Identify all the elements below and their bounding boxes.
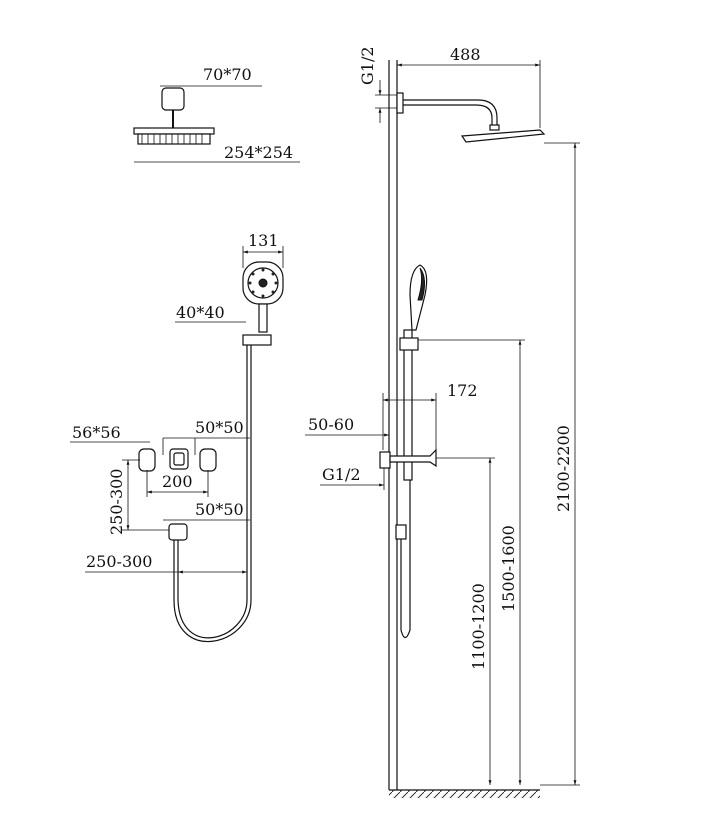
hand-shower-width-label: 131	[248, 231, 279, 250]
head-plate	[133, 127, 215, 135]
valves	[138, 448, 217, 472]
hand-shower	[242, 261, 284, 346]
holder-reach-label: 172	[447, 381, 478, 400]
holder-height-label: 1500-1600	[499, 525, 518, 612]
middle-valve-size-label: 50*50	[195, 418, 244, 437]
head-height-label: 2100-2200	[554, 425, 573, 512]
head-flange-label: 70*70	[203, 65, 252, 84]
valve-height-side-label: 1100-1200	[469, 583, 488, 670]
outlet-size-label: 50*50	[195, 500, 244, 519]
slide-bar	[379, 264, 437, 639]
holder-size-label: 40*40	[176, 303, 225, 322]
shower-arm	[396, 92, 546, 143]
side-valve-size-label: 56*56	[72, 423, 121, 442]
outlet-offset-label: 250-300	[86, 552, 152, 571]
valve-spacing-label: 200	[162, 472, 193, 491]
overhead-shower-head	[133, 87, 215, 145]
mid-thread-label: G1/2	[322, 465, 361, 484]
head-flange	[161, 87, 185, 111]
arm-length-label: 488	[450, 45, 481, 64]
head-size-label: 254*254	[224, 143, 293, 162]
hose	[177, 345, 248, 639]
valve-depth-label: 50-60	[308, 415, 354, 434]
top-thread-label: G1/2	[358, 46, 377, 85]
wall	[388, 60, 540, 798]
hand-shower-holder	[242, 334, 272, 346]
valve-height-label: 250-300	[107, 469, 126, 535]
hose-outlet	[168, 523, 188, 541]
